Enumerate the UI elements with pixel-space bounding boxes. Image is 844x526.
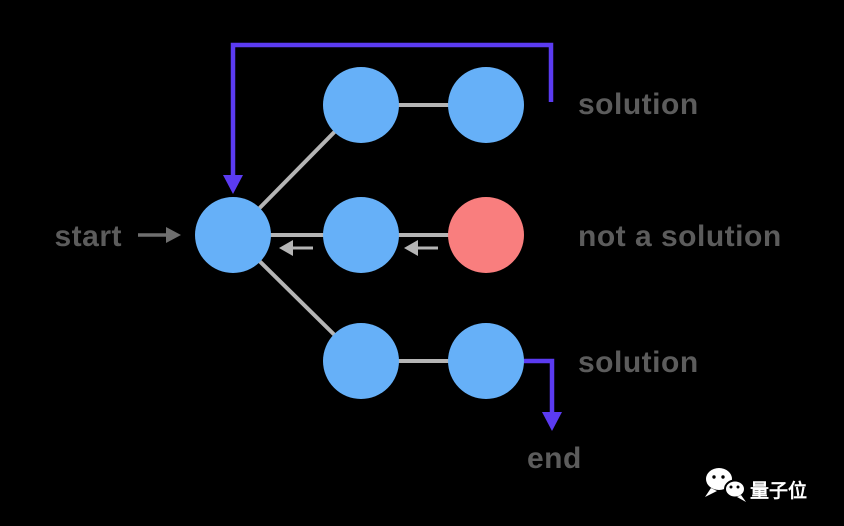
- brand-watermark: 量子位: [750, 479, 807, 502]
- backtrack-arrowhead-red-to-middle: [404, 240, 418, 256]
- middle-branch-node-1: [323, 197, 399, 273]
- end-arrowhead: [542, 412, 562, 431]
- wechat-bubble-small-tail: [737, 495, 746, 502]
- bottom-branch-node-2: [448, 323, 524, 399]
- backtrack-loop-arrowhead: [223, 175, 243, 194]
- not-a-solution-label: not a solution: [578, 220, 782, 253]
- wechat-eye: [721, 475, 725, 479]
- wechat-bubble-large-tail: [705, 488, 717, 497]
- backtrack-loop-arrow: [230, 42, 554, 181]
- backtrack-arrowhead-middle-to-root: [279, 240, 293, 256]
- wechat-bubble-small: [724, 479, 746, 499]
- root-node: [195, 197, 271, 273]
- solution-label-top: solution: [578, 88, 699, 121]
- solution-label-bottom: solution: [578, 346, 699, 379]
- end-arrow: [522, 358, 555, 418]
- top-branch-node-1: [323, 67, 399, 143]
- wechat-eye: [729, 485, 733, 489]
- top-branch-node-2: [448, 67, 524, 143]
- wechat-eye: [736, 485, 740, 489]
- start-arrowhead: [166, 227, 181, 243]
- middle-branch-node-invalid: [448, 197, 524, 273]
- wechat-icon: [705, 468, 746, 502]
- end-label: end: [527, 442, 582, 475]
- wechat-eye: [712, 475, 716, 479]
- bottom-branch-node-1: [323, 323, 399, 399]
- start-label: start: [54, 220, 122, 253]
